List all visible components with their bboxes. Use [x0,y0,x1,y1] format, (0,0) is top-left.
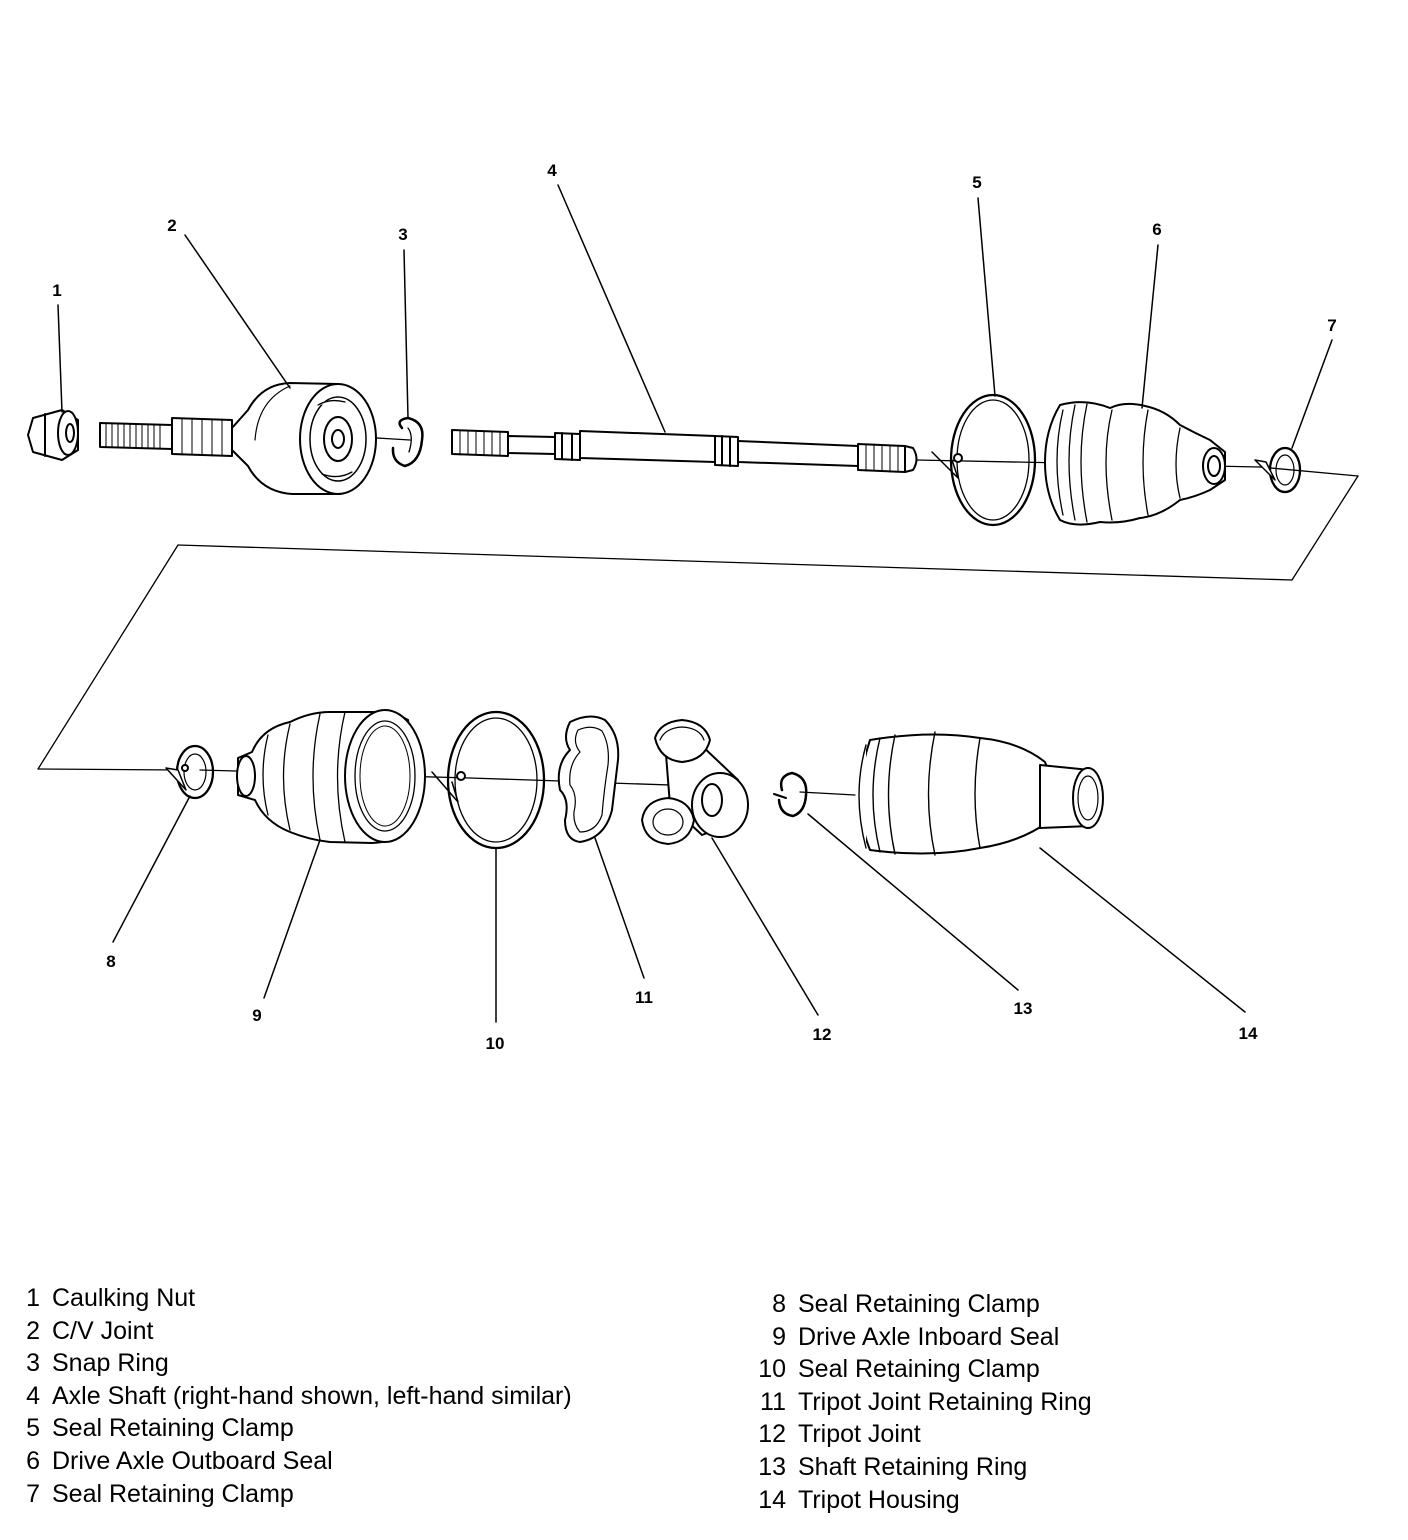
legend-item: 14 Tripot Housing [746,1484,1092,1517]
inboard-small-clamp-part [165,744,215,800]
legend-label: Shaft Retaining Ring [798,1452,1028,1481]
callout-10: 10 [486,1034,505,1053]
legend-item: 13 Shaft Retaining Ring [746,1451,1092,1484]
callout-8: 8 [106,952,115,971]
legend-number: 1 [26,1284,40,1312]
callout-4: 4 [547,161,557,180]
callout-9: 9 [252,1006,261,1025]
callout-7: 7 [1327,316,1336,335]
legend-item: 9 Drive Axle Inboard Seal [746,1321,1092,1354]
legend-label: Caulking Nut [52,1284,196,1312]
legend-label: Tripot Joint Retaining Ring [798,1387,1092,1416]
legend-number: 8 [772,1290,786,1318]
caulking-nut-part [27,409,79,461]
outboard-small-clamp-part [1254,446,1302,494]
shaft-retaining-ring-part [773,771,808,818]
legend-number: 5 [26,1414,40,1443]
legend-number: 6 [26,1446,40,1475]
legend-label: Tripot Joint [798,1420,921,1449]
legend-label: Tripot Housing [798,1485,960,1514]
legend-number: 14 [758,1485,786,1514]
legend-label: Drive Axle Outboard Seal [52,1446,333,1475]
outboard-band-clamp-part [931,393,1037,527]
callout-1: 1 [52,281,61,300]
legend-left-column: 1 Caulking Nut 2 C/V Joint 3 Snap Ring 4 Axl… [16,1282,572,1510]
legend-number: 13 [758,1452,786,1481]
callout-3: 3 [398,225,407,244]
callout-14: 14 [1239,1024,1258,1043]
legend-item: 8 Seal Retaining Clamp [746,1288,1092,1321]
legend-item: 1 Caulking Nut [16,1282,572,1315]
inboard-seal-part [236,709,426,844]
callout-2: 2 [167,216,176,235]
legend-number: 4 [26,1381,40,1410]
legend-number: 2 [26,1316,40,1345]
legend-label: C/V Joint [52,1316,154,1345]
callout-5: 5 [972,173,981,192]
leader-lines [57,184,1333,1023]
callout-11: 11 [635,988,653,1007]
legend-number: 9 [772,1322,786,1351]
legend-item: 7 Seal Retaining Clamp [16,1478,572,1511]
axle-shaft-part [451,429,918,473]
snap-ring-part [391,416,424,468]
legend-item: 12 Tripot Joint [746,1418,1092,1451]
tripot-retaining-ring-part [557,715,620,843]
legend-item: 2 C/V Joint [16,1315,572,1348]
callout-numbers: 1 2 3 4 5 6 7 8 9 10 11 12 13 14 [52,161,1336,1053]
legend-label: Seal Retaining Clamp [52,1414,294,1443]
legend-label: Seal Retaining Clamp [798,1290,1040,1318]
callout-13: 13 [1014,999,1033,1018]
legend-item: 4 Axle Shaft (right-hand shown, left-hand… [16,1380,572,1413]
legend-item: 11 Tripot Joint Retaining Ring [746,1386,1092,1419]
legend-item: 5 Seal Retaining Clamp [16,1412,572,1445]
legend-label: Drive Axle Inboard Seal [798,1322,1060,1351]
legend-number: 3 [26,1349,40,1378]
legend-label: Snap Ring [52,1349,169,1378]
legend-number: 10 [758,1355,786,1384]
legend-item: 10 Seal Retaining Clamp [746,1353,1092,1386]
exploded-axle-diagram: 1 2 3 4 5 6 7 8 9 10 11 12 13 14 [27,161,1359,1053]
tripot-joint-part [641,719,749,845]
legend-label: Seal Retaining Clamp [798,1355,1040,1384]
legend-number: 12 [758,1420,786,1449]
legend-label: Seal Retaining Clamp [52,1479,294,1508]
legend-item: 6 Drive Axle Outboard Seal [16,1445,572,1478]
legend-label: Axle Shaft (right-hand shown, left-hand … [52,1381,572,1410]
legend-number: 7 [26,1479,40,1508]
callout-12: 12 [813,1025,832,1044]
outboard-seal-part [1044,401,1226,526]
tripot-housing-part [858,731,1104,856]
legend-number: 11 [760,1387,786,1416]
cv-joint-part [99,382,377,495]
callout-6: 6 [1152,220,1161,239]
legend-item: 3 Snap Ring [16,1347,572,1380]
